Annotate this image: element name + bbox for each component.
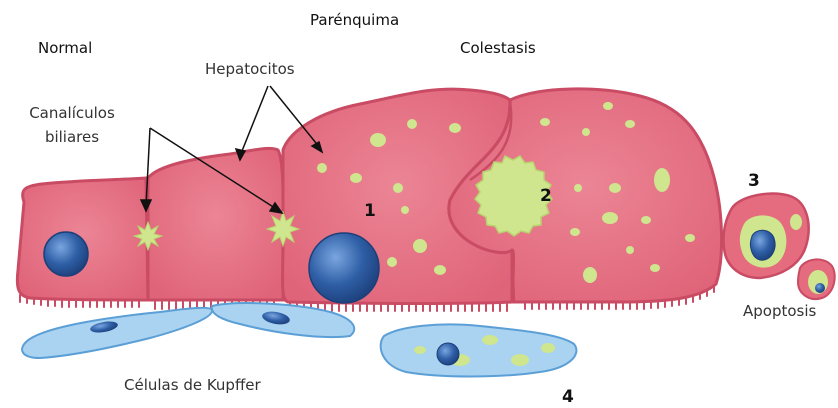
nucleus-normal <box>44 232 88 276</box>
label-canaliculos-line1: Canalículos <box>22 101 122 125</box>
label-apoptosis: Apoptosis <box>743 304 816 319</box>
marker-1: 1 <box>364 203 376 220</box>
label-canaliculos-line2: biliares <box>22 125 122 149</box>
label-kupffer: Células de Kupffer <box>124 378 261 393</box>
label-canaliculos: Canalículos biliares <box>22 101 122 149</box>
title-parenquima: Parénquima <box>310 13 399 28</box>
label-normal: Normal <box>38 41 92 56</box>
canaliculus-normal-a <box>134 222 162 250</box>
nucleus-cholestatic <box>309 233 379 303</box>
marker-2: 2 <box>540 188 552 205</box>
apoptotic-bodies <box>723 194 834 299</box>
kupffer-cells <box>22 303 576 376</box>
label-hepatocitos: Hepatocitos <box>205 62 295 77</box>
marker-3: 3 <box>748 173 760 190</box>
marker-4: 4 <box>562 389 574 406</box>
hepatocyte-normal-right <box>148 148 283 300</box>
label-colestasis: Colestasis <box>460 41 536 56</box>
